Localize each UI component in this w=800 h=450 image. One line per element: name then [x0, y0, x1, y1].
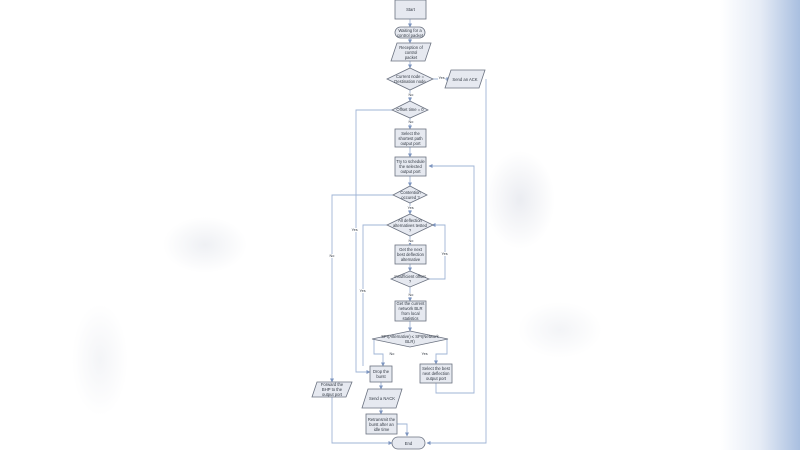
- reception-node: [390, 42, 432, 62]
- compare-decision: [371, 330, 449, 348]
- insufficient-label: Insufficient offset ?: [394, 274, 426, 284]
- send-ack-label: Send an ACK: [452, 76, 478, 82]
- insufficient-decision: [389, 270, 431, 288]
- drop-burst-node: [369, 365, 393, 383]
- waiting-label: Waiting for a control packet: [396, 27, 424, 38]
- network-blr-node: [394, 300, 427, 322]
- edge-label-contention-no: No: [329, 254, 335, 258]
- select-shortest-node: [394, 128, 427, 148]
- edge-label-dest-no: No: [408, 93, 414, 97]
- all-tested-label: All deflection alternatives tested ?: [393, 217, 427, 233]
- edge-label-compare-yes: Yes: [421, 352, 429, 356]
- select-shortest-label: Select the shortest path output port: [398, 130, 423, 146]
- reception-label: Reception of control packet: [399, 44, 423, 60]
- next-best-label: Get the next best deflection alternative: [396, 247, 424, 262]
- select-next-best-node: [419, 363, 453, 384]
- offset-decision-label: Offset time = 0: [396, 107, 424, 112]
- try-schedule-label: Try to schedule the selected output port: [396, 159, 425, 174]
- select-next-best-label: Select the best next deflection output p…: [422, 366, 450, 381]
- dest-decision: [386, 67, 434, 91]
- offset-decision: [391, 100, 429, 119]
- edge-label-offset-no: No: [408, 120, 414, 124]
- start-node: [394, 0, 427, 20]
- forward-bhp-node: [311, 381, 353, 398]
- contention-label: Contention occured ?: [400, 189, 421, 200]
- start-label: Start: [406, 7, 415, 12]
- send-ack-node: [444, 69, 486, 89]
- all-tested-decision: [386, 213, 434, 237]
- dest-decision-label: Current node = Destination node: [394, 74, 426, 84]
- waiting-node: [394, 26, 426, 39]
- edge-label-offset-yes: Yes: [351, 228, 359, 232]
- next-best-node: [394, 244, 427, 265]
- drop-burst-label: Drop the burst: [372, 369, 390, 379]
- forward-bhp-label: Forward the BHP to the output port: [320, 382, 344, 397]
- try-schedule-node: [394, 156, 427, 177]
- edge-label-compare-no: No: [389, 352, 395, 356]
- end-label: End: [404, 440, 413, 446]
- edge-label-insufficient-yes: Yes: [441, 252, 449, 256]
- end-node: [391, 436, 426, 450]
- network-blr-label: Get the current network BLR from local s…: [396, 301, 425, 321]
- contention-decision: [392, 185, 428, 204]
- edge-label-all-tested-yes: Yes: [359, 289, 367, 293]
- edge-label-all-tested-no: No: [408, 239, 414, 243]
- edge-label-contention-yes: Yes: [407, 206, 415, 210]
- retransmit-label: Retransmit the burst after an idle time: [367, 416, 396, 432]
- send-nack-node: [361, 388, 403, 409]
- edge-label-insufficient-no: No: [408, 293, 414, 297]
- compare-label: SPI(Alternative) ≤ SPI(Network BLR): [381, 334, 439, 344]
- edge-label-dest-yes: Yes: [438, 76, 446, 80]
- send-nack-label: Send a NACK: [368, 396, 396, 401]
- retransmit-node: [365, 413, 398, 435]
